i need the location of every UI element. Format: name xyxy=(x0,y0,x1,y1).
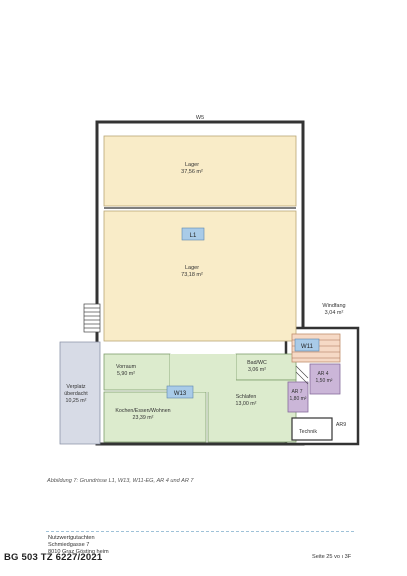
footer-rule xyxy=(46,531,354,532)
bad-name: Bad/WC xyxy=(247,360,267,366)
wall-label-w5: W5 xyxy=(196,115,204,121)
w13-badge: W13 xyxy=(174,391,187,397)
l1-badge: L1 xyxy=(190,233,197,239)
lager-bottom-area: 73,18 m² xyxy=(181,272,203,278)
windfang-area: 3,04 m² xyxy=(325,310,344,316)
room-ar4 xyxy=(309,363,341,395)
verplatz-line2: überdacht xyxy=(64,391,88,397)
windfang-name: Windfang xyxy=(322,303,345,309)
footer-title: Nutzwertgutachten xyxy=(48,535,95,541)
lager-top-area: 37,56 m² xyxy=(181,169,203,175)
vorraum-area: 5,90 m² xyxy=(117,371,135,377)
bad-area: 3,06 m² xyxy=(248,367,266,373)
schlafen-name: Schlafen xyxy=(236,394,257,400)
page-number: Seite 25 vo ı 3F xyxy=(312,554,352,560)
ar4-name: AR 4 xyxy=(317,371,328,377)
verplatz-line1: Verplatz xyxy=(66,384,85,390)
ar9-name: AR9 xyxy=(336,422,346,428)
kochen-area: 23,39 m² xyxy=(133,415,154,421)
room-bad xyxy=(235,353,297,381)
document-stamp: BG 503 TZ 6227/2021 xyxy=(4,552,103,563)
footer-city: 8010 Graz Gösting heim xyxy=(48,549,109,555)
w11-badge: W11 xyxy=(301,344,314,350)
ar4-area: 1,50 m² xyxy=(316,378,333,384)
vorraum-name: Vorraum xyxy=(116,364,137,370)
schlafen-area: 13,00 m² xyxy=(236,401,257,407)
room-technik xyxy=(291,417,333,441)
footer-address: Schmiedgasse 7 xyxy=(48,542,90,548)
area-verplatz xyxy=(59,341,101,445)
room-ar7 xyxy=(287,381,309,413)
stairs-left xyxy=(83,303,101,333)
figure-caption: Abbildung 7: Grundrisse L1, W13, W11-EG,… xyxy=(47,478,194,484)
kochen-name: Kochen/Essen/Wohnen xyxy=(115,408,170,414)
verplatz-area: 10,25 m² xyxy=(66,398,87,404)
ar7-name: AR 7 xyxy=(291,389,302,395)
floor-plan: W5 Lager 37,56 m² L1 Lager 73,18 m² Wind… xyxy=(40,108,360,470)
ar7-area: 1,80 m² xyxy=(290,396,307,402)
room-kochen xyxy=(103,391,207,443)
room-lager-top xyxy=(103,135,297,207)
lager-bottom-name: Lager xyxy=(185,265,199,271)
lager-top-name: Lager xyxy=(185,162,199,168)
technik-name: Technik xyxy=(299,429,317,435)
room-vorraum xyxy=(103,353,171,391)
